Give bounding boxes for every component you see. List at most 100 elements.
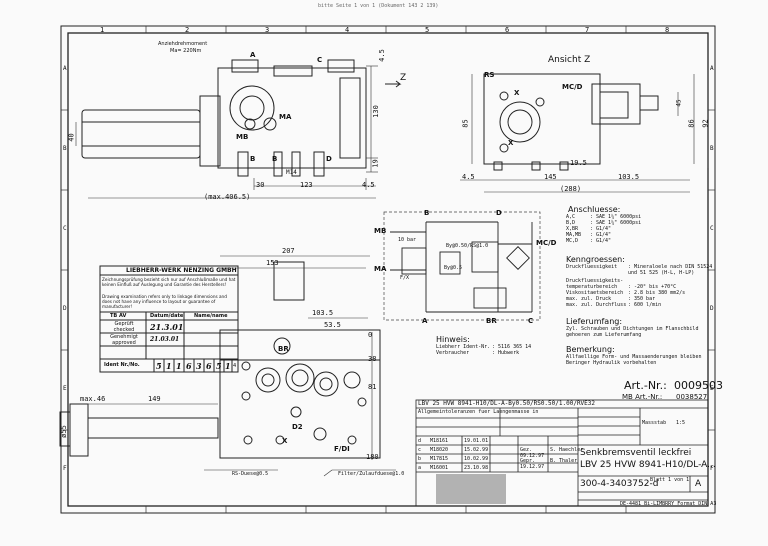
port-label: RS bbox=[484, 71, 495, 79]
spec-key: Viskositaetsbereich bbox=[566, 290, 624, 296]
row-letter: D bbox=[63, 305, 67, 312]
port-label: MA bbox=[279, 113, 292, 121]
ident-digit: 1 bbox=[166, 361, 172, 371]
port-label: A bbox=[422, 317, 428, 325]
spec-value: : Mineraloele nach DIN 51524 bbox=[628, 264, 713, 270]
col-number: 7 bbox=[585, 26, 590, 34]
port-label: X bbox=[282, 437, 288, 445]
tolerance-header: Allgemeintoleranzen fuer Laengenmasse in bbox=[418, 409, 539, 415]
dimension: 86 bbox=[687, 119, 696, 128]
type-code: LBV 25 HVW 8941-H10/DL-A-By0.50/RS0.50/1… bbox=[418, 400, 596, 407]
stamp-date: 21.3.01 bbox=[150, 322, 184, 332]
dimension: 53.5 bbox=[324, 321, 341, 329]
section-title: Lieferumfang: bbox=[566, 317, 623, 326]
row-letter: F bbox=[710, 465, 714, 472]
dimension: 40 bbox=[67, 133, 76, 142]
sheet-letter: A bbox=[695, 479, 702, 489]
stamp-company: LIEBHERR-WERK NENZING GMBH bbox=[126, 267, 237, 274]
drawing-number: 300-4-3403752-d bbox=[580, 479, 659, 489]
note-label: Filter/Zulaufduese@1.0 bbox=[338, 471, 405, 477]
port-label: B bbox=[424, 209, 430, 217]
rev-no: M18020 bbox=[430, 447, 449, 453]
spec-value: : 2.8 bis 380 mm2/s bbox=[628, 290, 686, 296]
art-nr-label: Art.-Nr.: bbox=[624, 379, 667, 392]
port-label: C bbox=[317, 56, 323, 64]
row-letter: B bbox=[63, 145, 67, 152]
port-label: B bbox=[250, 155, 256, 163]
stamp-col: TB AV bbox=[110, 313, 127, 319]
port-label: C bbox=[528, 317, 534, 325]
remark-text: Allfaellige Form- und Massaenderungen bl… bbox=[566, 354, 702, 360]
port-label: F/DI bbox=[334, 445, 350, 453]
connection-key: MA,MB bbox=[566, 232, 582, 238]
port-label: BR bbox=[486, 317, 497, 325]
row-letter: D bbox=[710, 305, 714, 312]
col-number: 4 bbox=[345, 26, 350, 34]
sheet-count: Blatt 1 von 1 bbox=[650, 477, 690, 483]
dimension: 19.5 bbox=[570, 159, 587, 167]
spec-key: Druckfluessigkeits- bbox=[566, 278, 624, 284]
hint-value: : Hubwerk bbox=[492, 350, 520, 356]
rev-date: 15.02.99 bbox=[464, 447, 489, 453]
rev-id: b bbox=[418, 456, 422, 462]
stamp-row: Geprüft checked bbox=[113, 321, 135, 333]
col-number: 2 bbox=[185, 26, 190, 34]
ident-digit: 3 bbox=[196, 361, 202, 371]
orifice-label: By@0.5 bbox=[444, 265, 463, 271]
spec-key: temperaturbereich bbox=[566, 284, 618, 290]
col-number: 6 bbox=[505, 26, 510, 34]
connection-value: : G1/4" bbox=[590, 238, 612, 244]
stamp-col: Name/name bbox=[194, 313, 228, 319]
dimension: 149 bbox=[148, 395, 161, 403]
ident-digit: 5 bbox=[156, 361, 162, 371]
art-nr-value: 0009503 bbox=[674, 379, 723, 392]
footer-text: DE-4481 Bi-LIMBRRY Format DIN A3 bbox=[620, 501, 717, 507]
col-number: 8 bbox=[665, 26, 670, 34]
connection-key: B,D bbox=[566, 220, 576, 226]
connection-value: : G1/4" bbox=[590, 226, 612, 232]
delivery-text: Zyl. Schrauben und Dichtungen im Flansch… bbox=[566, 326, 699, 332]
dimension: 103.5 bbox=[618, 173, 640, 181]
col-number: 3 bbox=[265, 26, 270, 34]
dimension: 0 bbox=[368, 331, 373, 339]
dimension: 103.5 bbox=[312, 309, 334, 317]
port-label: MC/D bbox=[562, 83, 583, 91]
dimension: (max.406.5) bbox=[204, 193, 251, 201]
rev-no: M17815 bbox=[430, 456, 449, 462]
spec-value: : 600 l/min bbox=[628, 302, 662, 308]
col-number: 1 bbox=[100, 26, 105, 34]
rev-date: 19.01.01 bbox=[464, 438, 489, 444]
row-letter: F bbox=[63, 465, 67, 472]
view-arrow-label: Z bbox=[400, 73, 407, 83]
dimension: max.46 bbox=[80, 395, 106, 403]
thread-label: M14 bbox=[286, 169, 297, 176]
rev-no: M16001 bbox=[430, 465, 449, 471]
view-title: Ansicht Z bbox=[548, 55, 591, 65]
date-row-label: Gez. bbox=[520, 447, 533, 453]
section-title: Kenngroessen: bbox=[566, 255, 625, 264]
row-letter: E bbox=[710, 385, 714, 392]
pressure-label: 10 bar bbox=[398, 237, 417, 243]
dimension: 180 bbox=[366, 453, 379, 461]
part-name: LBV 25 HVW 8941-H10/DL-A... bbox=[580, 460, 716, 470]
stamp-date: 21.03.01 bbox=[150, 336, 180, 343]
rev-no: M18161 bbox=[430, 438, 449, 444]
port-label: D2 bbox=[292, 423, 303, 431]
hint-label: Verbraucher bbox=[436, 350, 470, 356]
spec-key: max. zul. Druck bbox=[566, 296, 612, 302]
dimension: 19 bbox=[371, 159, 380, 168]
dimension: 4.5 bbox=[377, 49, 386, 62]
ident-digit: 5 bbox=[216, 361, 222, 371]
dimension: 123 bbox=[300, 181, 313, 189]
spec-value: : -20° bis +70°C bbox=[628, 284, 677, 290]
section-title: Bemerkung: bbox=[566, 345, 615, 354]
spec-key: Druckfluessigkeit bbox=[566, 264, 618, 270]
port-label: X bbox=[514, 89, 520, 97]
row-letter: B bbox=[710, 145, 714, 152]
port-label: MB bbox=[236, 133, 249, 141]
connection-key: MC,D bbox=[566, 238, 579, 244]
stamp-row: Genehmigt approved bbox=[110, 334, 138, 346]
connection-key: X,BR bbox=[566, 226, 579, 232]
